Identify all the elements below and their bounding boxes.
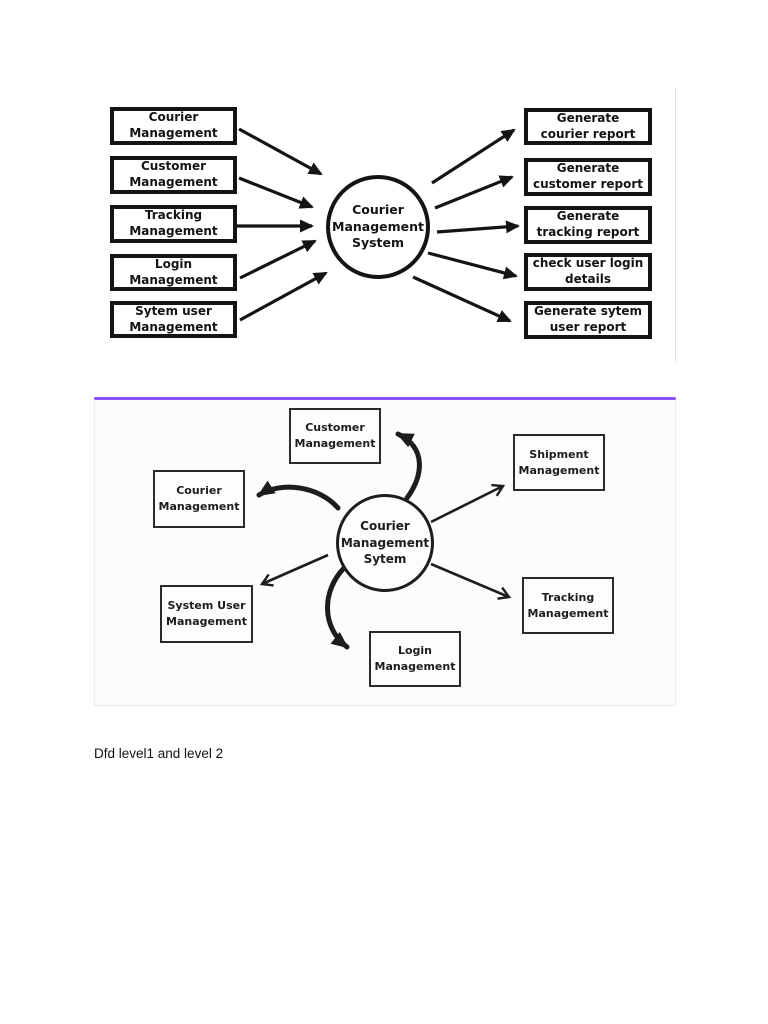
purple-divider-line (94, 397, 676, 400)
node-box-courier-management: Courier Management (153, 470, 245, 528)
output-box-generate-courier-report: Generate courier report (524, 108, 652, 145)
output-box-generate-customer-report: Generate customer report (524, 158, 652, 196)
node-box-system-user-management: System User Management (160, 585, 253, 643)
arrow-center-to-customer-report (434, 175, 514, 210)
arrow-center-to-sytem-user-report (412, 275, 512, 323)
dfd-level1-arrow-layer (256, 431, 512, 650)
arrow-center-to-courier-report (431, 128, 516, 185)
node-box-shipment-management: Shipment Management (513, 434, 605, 491)
dfd-level1-diagram: Customer Management Shipment Management … (94, 400, 676, 706)
arrow-center-to-courier (256, 480, 341, 511)
arrow-sytem-user-to-center (239, 271, 328, 322)
entity-box-sytem-user-management: Sytem user Management (110, 301, 237, 338)
arrow-center-to-login-details (427, 251, 518, 280)
entity-box-courier-management: Courier Management (110, 107, 237, 145)
arrow-courier-to-center (238, 127, 323, 176)
node-box-customer-management: Customer Management (289, 408, 381, 464)
arrow-login-to-center (239, 239, 317, 280)
dfd-context-arrow-layer (237, 127, 520, 323)
dfd-context-diagram: Courier Management Customer Management T… (94, 88, 676, 362)
arrow-center-to-login (325, 565, 350, 650)
entity-box-login-management: Login Management (110, 254, 237, 291)
output-box-generate-sytem-user-report: Generate sytem user report (524, 301, 652, 339)
entity-box-customer-management: Customer Management (110, 156, 237, 194)
entity-box-tracking-management: Tracking Management (110, 205, 237, 243)
arrow-center-to-system-user (259, 553, 329, 587)
arrow-center-to-tracking (430, 562, 512, 600)
node-box-tracking-management: Tracking Management (522, 577, 614, 634)
arrow-customer-to-center (238, 176, 314, 209)
process-circle-courier-management-sytem: Courier Management Sytem (336, 494, 434, 592)
node-box-login-management: Login Management (369, 631, 461, 687)
arrow-center-to-shipment (430, 483, 506, 524)
arrow-center-to-tracking-report (436, 220, 520, 234)
process-circle-courier-management-system: Courier Management System (326, 175, 430, 279)
arrow-center-to-customer (395, 431, 422, 501)
caption-dfd-levels: Dfd level1 and level 2 (94, 746, 224, 761)
output-box-generate-tracking-report: Generate tracking report (524, 206, 652, 244)
output-box-check-user-login-details: check user login details (524, 253, 652, 291)
